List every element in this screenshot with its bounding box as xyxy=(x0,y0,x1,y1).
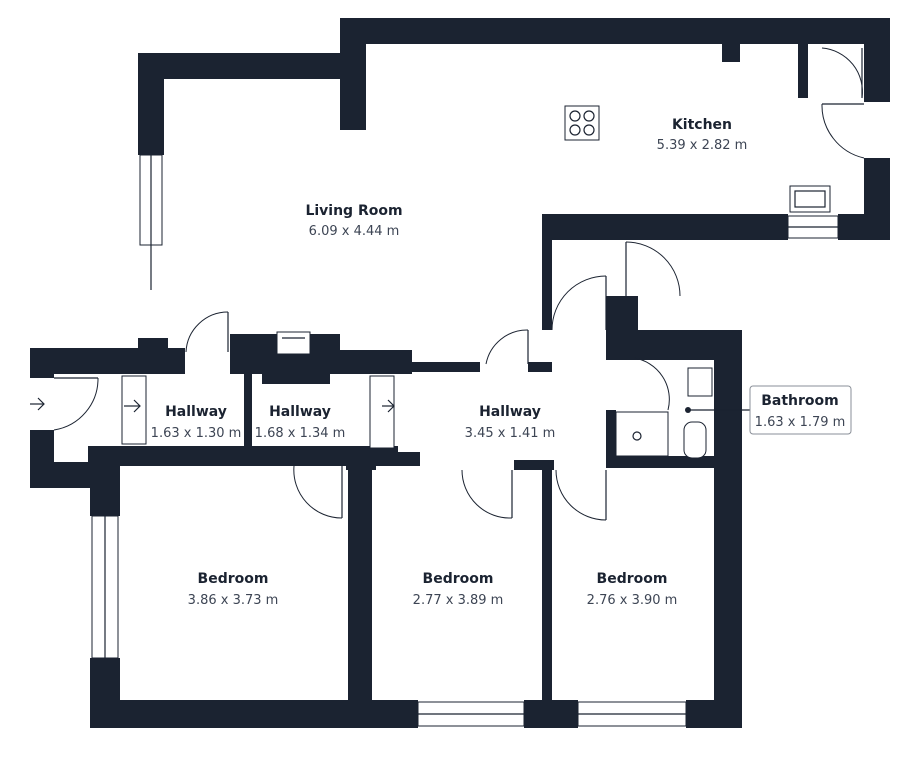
bedroom-3-name: Bedroom xyxy=(597,571,668,587)
hallway-2-dims: 1.68 x 1.34 m xyxy=(255,426,346,441)
bathroom-pointer xyxy=(685,407,750,413)
toilet-icon xyxy=(683,421,707,459)
hallway-3-dims: 3.45 x 1.41 m xyxy=(465,426,556,441)
bathroom-sink-icon xyxy=(687,367,713,397)
kitchen-dims: 5.39 x 2.82 m xyxy=(657,138,748,153)
bathroom-dims: 1.63 x 1.79 m xyxy=(755,415,846,430)
label-bedroom-2: Bedroom 2.77 x 3.89 m xyxy=(413,571,504,608)
shower-icon xyxy=(615,411,669,457)
label-hallway-3: Hallway 3.45 x 1.41 m xyxy=(465,404,556,441)
bedroom-2-dims: 2.77 x 3.89 m xyxy=(413,593,504,608)
hob-icon xyxy=(564,105,600,141)
bathroom-label-box xyxy=(749,385,852,435)
label-living-room: Living Room 6.09 x 4.44 m xyxy=(305,203,402,239)
bathroom-name: Bathroom xyxy=(761,393,839,409)
bedroom-1-dims: 3.86 x 3.73 m xyxy=(188,593,279,608)
label-kitchen: Kitchen 5.39 x 2.82 m xyxy=(657,117,748,153)
hallway-2-name: Hallway xyxy=(269,404,331,420)
doors xyxy=(53,47,865,521)
entrance-arrow-icon xyxy=(30,397,45,411)
label-bathroom: Bathroom 1.63 x 1.79 m xyxy=(749,385,852,435)
hallway-1-name: Hallway xyxy=(165,404,227,420)
hallway-3-name: Hallway xyxy=(479,404,541,420)
hallway-1-dims: 1.63 x 1.30 m xyxy=(151,426,242,441)
label-bedroom-3: Bedroom 2.76 x 3.90 m xyxy=(587,571,678,608)
bedroom-2-name: Bedroom xyxy=(423,571,494,587)
label-hallway-2: Hallway 1.68 x 1.34 m xyxy=(255,404,346,441)
sink-icon xyxy=(789,185,831,213)
bedroom-1-name: Bedroom xyxy=(198,571,269,587)
bedroom-3-dims: 2.76 x 3.90 m xyxy=(587,593,678,608)
label-bedroom-1: Bedroom 3.86 x 3.73 m xyxy=(188,571,279,608)
label-hallway-1: Hallway 1.63 x 1.30 m xyxy=(151,404,242,441)
stair-arrow-icons xyxy=(124,399,395,413)
living-room-dims: 6.09 x 4.44 m xyxy=(309,224,400,239)
walls xyxy=(30,18,890,728)
living-room-fireplace-icon xyxy=(276,331,311,355)
living-room-name: Living Room xyxy=(305,203,402,219)
kitchen-name: Kitchen xyxy=(672,117,732,133)
windows xyxy=(91,154,839,727)
